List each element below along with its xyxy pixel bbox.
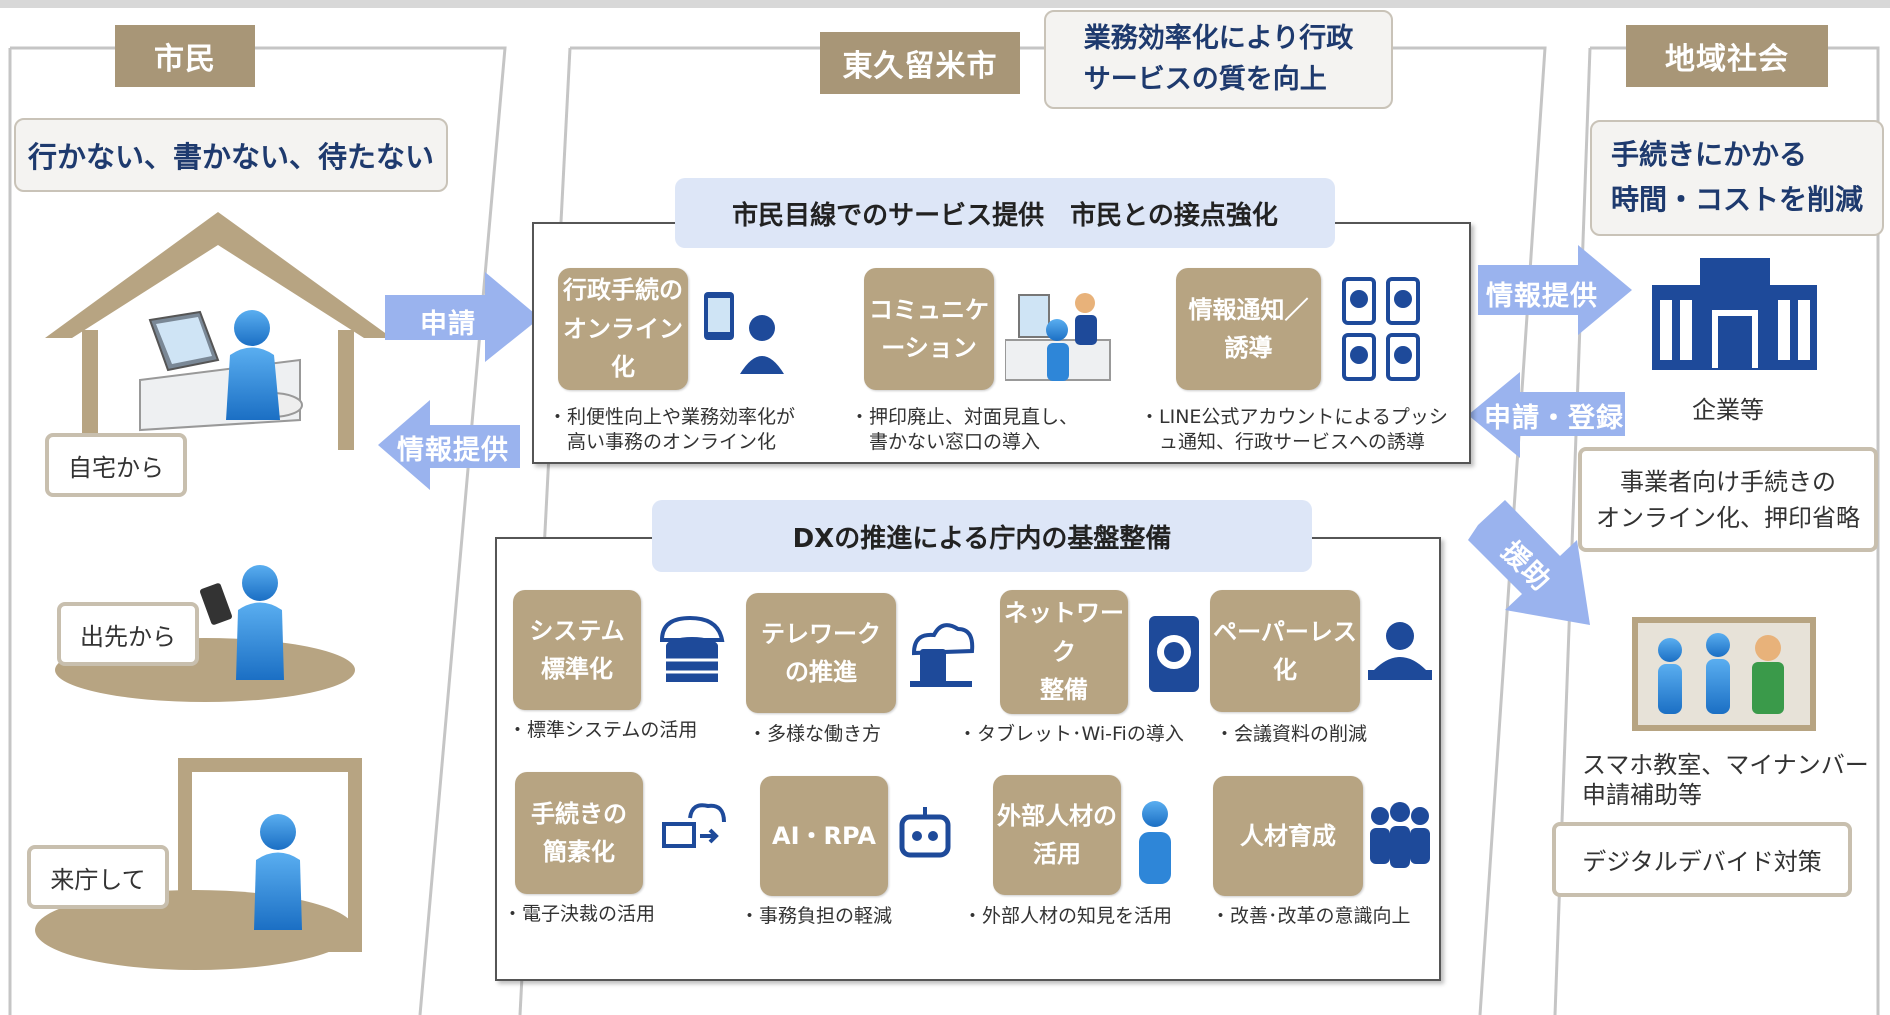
citizen-slogan: 行かない、書かない、待たない [14,118,448,192]
person-icon [254,814,302,930]
society-callout: 手続きにかかる 時間・コストを削減 [1590,120,1884,236]
note-training: ・改善･改革の意識向上 [1211,905,1411,927]
cloud-laptop-icon [910,623,975,687]
card-paperless: ペーパーレス化 [1210,590,1360,712]
column-title-citizen: 市民 [115,25,255,87]
arrow-info-right-label: 情報提供 [1486,281,1598,312]
label-while-out: 出先から [57,602,199,666]
people-support-icon [1658,633,1784,714]
support-text: スマホ教室、マイナンバー 申請補助等 [1582,751,1869,809]
note-external-talent: ・外部人材の知見を活用 [963,905,1173,927]
robot-icon [899,807,951,858]
note-online-procedures: ・利便性向上や業務効率化が 高い事務のオンライン化 [548,406,796,453]
smartphone-person-icon [704,292,784,374]
person-laptop-icon [1368,622,1432,680]
house-icon [45,212,392,450]
dx-panel-title: DXの推進による庁内の基盤整備 [652,500,1312,572]
database-icon [659,615,725,682]
building-icon [1652,258,1817,370]
person-icon [236,565,284,680]
note-procedure-simplification: ・電子決裁の活用 [503,903,656,925]
person-icon [1139,801,1171,884]
company-label: 企業等 [1692,396,1764,424]
door-icon [178,758,362,952]
card-external-talent: 外部人材の 活用 [993,775,1121,895]
arrow-apply-label: 申請 [420,309,476,340]
workflow-icon [662,803,726,848]
line-app-icon [1342,277,1420,381]
label-from-home: 自宅から [45,433,187,497]
card-training: 人材育成 [1213,776,1363,896]
arrow-info-left-label: 情報提供 [397,435,509,466]
person-icon [226,310,280,420]
column-title-society: 地域社会 [1626,25,1828,87]
column-title-city: 東久留米市 [820,32,1020,94]
people-group-icon [1370,802,1430,868]
note-telework: ・多様な働き方 [748,723,882,745]
card-system-standardization: システム 標準化 [513,590,641,710]
label-visit-office: 来庁して [27,845,169,909]
card-procedure-simplification: 手続きの 簡素化 [515,772,643,894]
card-ai-rpa: AI・RPA [760,776,888,896]
service-panel-title: 市民目線でのサービス提供 市民との接点強化 [675,178,1335,248]
card-communication: コミュニケ ーション [864,268,994,390]
card-notification: 情報通知／ 誘導 [1176,268,1321,390]
note-network: ・タブレット･Wi-Fiの導入 [958,723,1184,745]
note-communication: ・押印廃止、対面見直し、 書かない窓口の導入 [850,406,1079,453]
note-ai-rpa: ・事務負担の軽減 [740,905,893,927]
note-notification: ・LINE公式アカウントによるプッシ ュ通知、行政サービスへの誘導 [1140,406,1448,453]
note-paperless: ・会議資料の削減 [1215,723,1368,745]
card-online-procedures: 行政手続の オンライン化 [558,268,688,390]
city-callout: 業務効率化により行政 サービスの質を向上 [1044,10,1393,109]
tablet-network-icon [1149,616,1199,692]
card-network: ネットワーク 整備 [1000,590,1128,714]
digital-divide-box: デジタルデバイド対策 [1552,822,1852,897]
business-online-box: 事業者向け手続きの オンライン化、押印省略 [1578,447,1878,552]
counter-person-icon [1005,293,1111,381]
note-system-standardization: ・標準システムの活用 [508,719,698,741]
arrow-apply-register-label: 申請・登録 [1484,403,1624,434]
smartphone-icon [200,583,232,625]
card-telework: テレワーク の推進 [746,593,896,713]
